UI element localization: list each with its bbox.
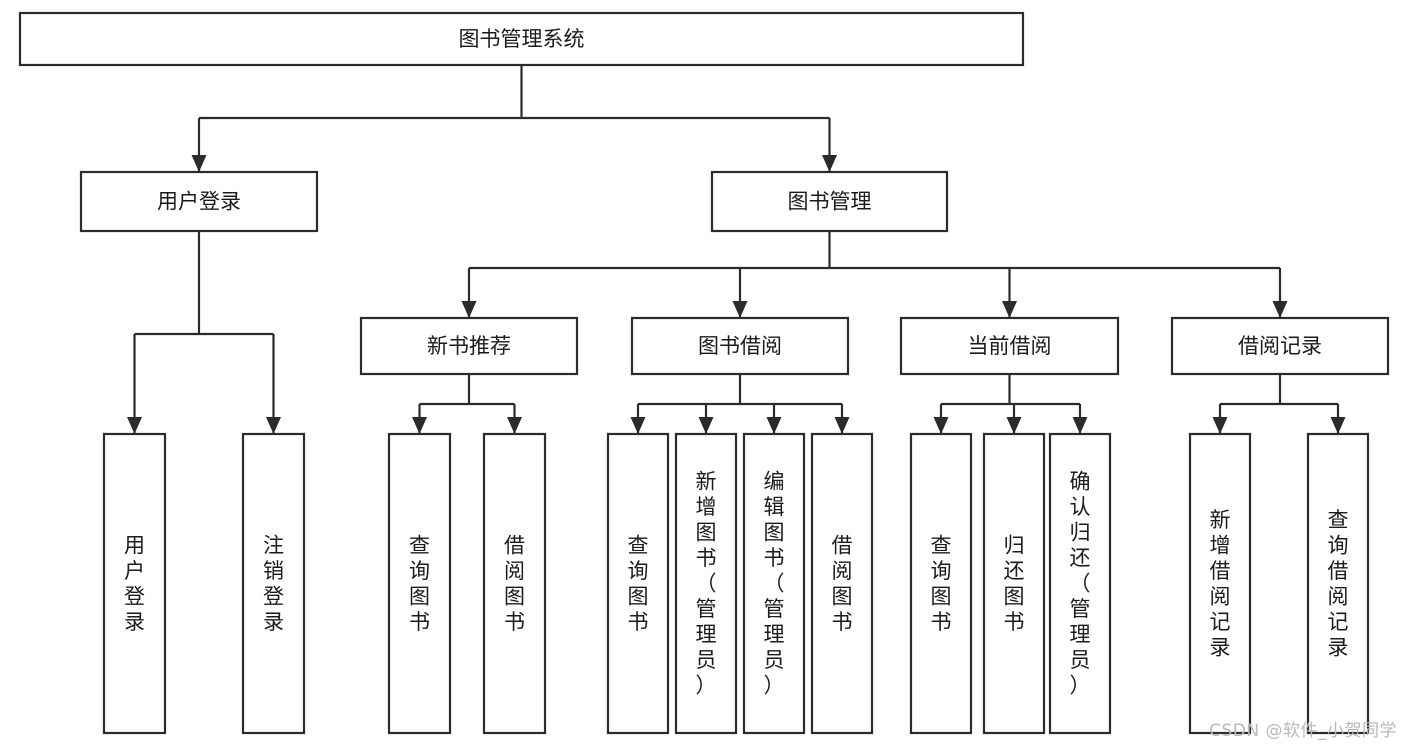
node-box — [909, 432, 973, 735]
node-label: 新书推荐 — [427, 334, 511, 358]
node-label: 注销登录 — [263, 533, 284, 634]
node-label: 借阅图书 — [832, 533, 853, 634]
node-level3-1[interactable]: 图书借阅 — [630, 316, 850, 376]
node-label: 编辑图书（管理员） — [764, 470, 785, 698]
node-level2-0[interactable]: 用户登录 — [79, 170, 319, 233]
node-label: 借阅图书 — [504, 533, 525, 634]
node-leaf-11[interactable]: 新增借阅记录 — [1188, 432, 1252, 735]
arrow-head-icon — [1006, 417, 1022, 434]
node-box — [387, 432, 452, 735]
node-box — [674, 432, 738, 735]
node-box — [1048, 432, 1112, 735]
arrow-head-icon — [834, 417, 850, 434]
arrow-head-icon — [1002, 301, 1017, 318]
node-label: 查询图书 — [628, 533, 649, 634]
node-box — [742, 432, 806, 735]
node-box — [18, 11, 1025, 67]
node-leaf-6[interactable]: 编辑图书（管理员） — [742, 432, 806, 735]
node-leaf-2[interactable]: 查询图书 — [387, 432, 452, 735]
arrow-head-icon — [933, 417, 949, 434]
node-label: 查询图书 — [409, 533, 430, 634]
node-label: 借阅记录 — [1238, 334, 1322, 358]
node-leaf-1[interactable]: 注销登录 — [241, 432, 306, 735]
connector-layer — [127, 65, 1346, 434]
node-label: 查询图书 — [931, 533, 952, 634]
node-leaf-8[interactable]: 查询图书 — [909, 432, 973, 735]
node-level2-1[interactable]: 图书管理 — [710, 170, 949, 233]
node-label: 归还图书 — [1004, 533, 1025, 634]
node-label: 查询借阅记录 — [1328, 508, 1349, 660]
node-layer: 图书管理系统用户登录图书管理新书推荐图书借阅当前借阅借阅记录用户登录注销登录查询… — [18, 11, 1390, 735]
node-box — [710, 170, 949, 233]
arrow-head-icon — [266, 417, 281, 434]
node-label: 图书管理 — [788, 190, 872, 214]
node-level3-2[interactable]: 当前借阅 — [899, 316, 1120, 376]
arrow-head-icon — [1212, 417, 1228, 434]
node-leaf-12[interactable]: 查询借阅记录 — [1306, 432, 1370, 735]
node-root-0[interactable]: 图书管理系统 — [18, 11, 1025, 67]
node-box — [982, 432, 1046, 735]
node-leaf-4[interactable]: 查询图书 — [606, 432, 670, 735]
arrow-head-icon — [1072, 417, 1088, 434]
node-label: 确认归还（管理员） — [1070, 470, 1091, 698]
node-box — [606, 432, 670, 735]
node-label: 当前借阅 — [968, 334, 1052, 358]
arrow-head-icon — [127, 417, 142, 434]
arrow-head-icon — [698, 417, 714, 434]
node-box — [630, 316, 850, 376]
node-box — [102, 432, 167, 735]
node-label: 新增图书（管理员） — [696, 470, 717, 698]
arrow-head-icon — [630, 417, 646, 434]
node-leaf-0[interactable]: 用户登录 — [102, 432, 167, 735]
node-leaf-3[interactable]: 借阅图书 — [482, 432, 547, 735]
arrow-head-icon — [1330, 417, 1346, 434]
arrow-head-icon — [1272, 301, 1288, 318]
arrow-head-icon — [822, 155, 837, 172]
arrow-head-icon — [461, 301, 477, 318]
node-label: 新增借阅记录 — [1210, 508, 1231, 660]
node-box — [79, 170, 319, 233]
node-box — [810, 432, 874, 735]
node-box — [482, 432, 547, 735]
node-leaf-5[interactable]: 新增图书（管理员） — [674, 432, 738, 735]
node-leaf-7[interactable]: 借阅图书 — [810, 432, 874, 735]
node-box — [1188, 432, 1252, 735]
arrow-head-icon — [412, 417, 427, 434]
node-label: 图书管理系统 — [459, 27, 585, 51]
node-label: 用户登录 — [124, 533, 145, 634]
node-box — [1306, 432, 1370, 735]
node-box — [359, 316, 579, 376]
node-box — [1170, 316, 1390, 376]
node-leaf-9[interactable]: 归还图书 — [982, 432, 1046, 735]
node-level3-3[interactable]: 借阅记录 — [1170, 316, 1390, 376]
node-leaf-10[interactable]: 确认归还（管理员） — [1048, 432, 1112, 735]
node-level3-0[interactable]: 新书推荐 — [359, 316, 579, 376]
arrow-head-icon — [191, 155, 207, 172]
arrow-head-icon — [507, 417, 522, 434]
arrow-head-icon — [732, 301, 748, 318]
watermark-text: CSDN @软件_小贺同学 — [1209, 721, 1397, 741]
node-box — [899, 316, 1120, 376]
arrow-head-icon — [766, 417, 782, 434]
node-label: 图书借阅 — [698, 334, 782, 358]
node-label: 用户登录 — [157, 190, 241, 214]
node-box — [241, 432, 306, 735]
